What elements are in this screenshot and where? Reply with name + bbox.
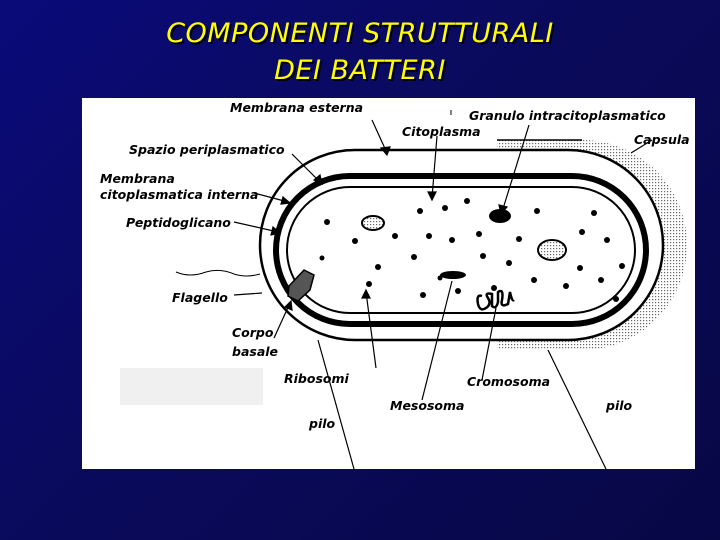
diagram-panel: Membrana esterna Granulo intracitoplasma… [82, 98, 695, 469]
pilus-right [547, 349, 607, 469]
label-pilus-right: pilo [606, 398, 633, 413]
ribosomes [319, 198, 625, 302]
basal-body [287, 269, 315, 302]
pilus-left [317, 339, 355, 469]
label-basal-body-2: basale [232, 344, 279, 359]
inner-membrane [286, 186, 636, 314]
page-title-line-1: COMPONENTI STRUTTURALI [166, 18, 554, 49]
granule [361, 215, 385, 231]
label-pilus-left: pilo [309, 416, 336, 431]
mesosome [440, 271, 466, 279]
label-ribosomes: Ribosomi [284, 371, 349, 386]
blank-label-box [120, 368, 263, 405]
bacterium-diagram [175, 110, 687, 469]
label-mesosome: Mesosoma [390, 398, 465, 413]
flagellum [175, 269, 261, 277]
granule [537, 239, 567, 261]
label-flagellum: Flagello [172, 290, 228, 305]
label-outer-membrane: Membrana esterna [230, 100, 364, 115]
page-title-line-2: DEI BATTERI [274, 55, 446, 86]
label-capsule: Capsula [634, 132, 690, 147]
label-peptidoglycan: Peptidoglicano [126, 215, 231, 230]
label-basal-body-1: Corpo [232, 325, 274, 340]
leader-lines [233, 119, 653, 401]
granule [489, 209, 511, 223]
chromosome [476, 289, 515, 311]
label-chromosome: Cromosoma [467, 374, 551, 389]
label-inner-membrane-1: Membrana [100, 171, 175, 186]
label-inner-membrane-2: citoplasmatica interna [100, 187, 259, 202]
label-periplasmic-space: Spazio periplasmatico [129, 142, 285, 157]
label-granule: Granulo intracitoplasmatico [469, 108, 666, 123]
label-cytoplasm: Citoplasma [402, 124, 481, 139]
